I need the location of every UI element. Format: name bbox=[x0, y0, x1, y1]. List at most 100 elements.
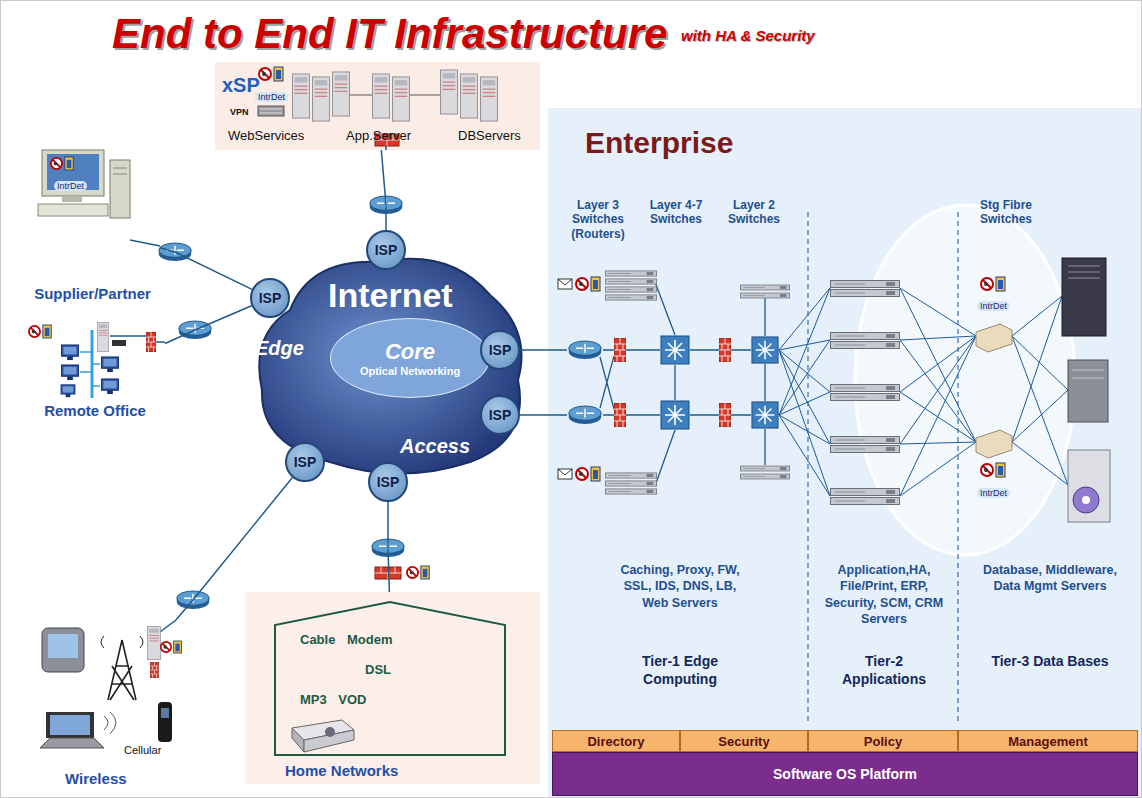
label-slot: with HA & Security bbox=[681, 27, 815, 44]
remote-office-lan bbox=[146, 332, 156, 352]
enterprise-network bbox=[605, 489, 656, 494]
enterprise-network bbox=[558, 469, 572, 475]
enterprise-network bbox=[831, 290, 900, 297]
node-label: Edge bbox=[255, 337, 304, 360]
home-house bbox=[325, 727, 335, 737]
enterprise-network bbox=[661, 401, 689, 429]
label-slot: IntrDet bbox=[54, 175, 87, 193]
enterprise-network bbox=[752, 337, 778, 363]
node-label: ISP bbox=[489, 342, 512, 358]
node-label: Directory bbox=[587, 734, 644, 749]
node-label: Core bbox=[385, 339, 435, 365]
label-slot: IntrDet bbox=[977, 482, 1010, 500]
server-label: App.Server bbox=[346, 128, 411, 143]
enterprise-network bbox=[558, 279, 572, 289]
text-slot: xSP bbox=[222, 74, 260, 97]
text-slot: DSL bbox=[365, 662, 391, 677]
wireless-devices bbox=[40, 738, 104, 748]
enterprise-network bbox=[719, 338, 731, 362]
device-label: Cellular bbox=[124, 744, 161, 756]
node-label: Cable Modem bbox=[300, 632, 393, 647]
enterprise-network bbox=[1073, 487, 1099, 513]
remote-office-lan bbox=[112, 340, 126, 346]
wireless-devices bbox=[40, 620, 181, 748]
column-heading: Layer 4-7 Switches bbox=[642, 198, 710, 227]
home-house bbox=[292, 728, 304, 752]
xsp-equipment bbox=[480, 77, 497, 121]
tier-description: Application,HA, File/Print, ERP, Securit… bbox=[814, 562, 954, 627]
node-label: ISP bbox=[489, 407, 512, 423]
column-heading: Stg Fibre Switches bbox=[972, 198, 1040, 227]
supplier-computer bbox=[62, 196, 82, 202]
label-slot: VPN bbox=[230, 107, 249, 117]
enterprise-network bbox=[576, 277, 600, 291]
node-label: MP3 VOD bbox=[300, 692, 367, 707]
node-label: xSP bbox=[222, 74, 260, 97]
xsp-equipment bbox=[258, 106, 284, 116]
text-slot: Cable Modem bbox=[300, 632, 393, 647]
node-label: Software OS Platform bbox=[773, 766, 917, 782]
label-slot: DBServers bbox=[458, 128, 521, 143]
xsp-equipment bbox=[332, 72, 349, 116]
enterprise-network bbox=[831, 437, 900, 444]
text-slot: MP3 VOD bbox=[300, 692, 367, 707]
label-slot: WebServices bbox=[228, 128, 304, 143]
isp-node: ISP bbox=[368, 462, 408, 502]
wireless-devices bbox=[48, 634, 78, 658]
supplier-computer bbox=[113, 168, 127, 174]
node-label: ISP bbox=[377, 474, 400, 490]
home-house bbox=[275, 602, 505, 755]
enterprise-network bbox=[605, 271, 656, 276]
enterprise-network bbox=[779, 288, 830, 496]
enterprise-network bbox=[605, 473, 656, 478]
enterprise-network bbox=[1068, 450, 1110, 522]
sensor-tag: IntrDet bbox=[255, 92, 288, 102]
enterprise-network bbox=[661, 336, 689, 364]
wireless-devices bbox=[160, 620, 176, 632]
text-slot: Access bbox=[400, 435, 470, 458]
wireless-devices bbox=[108, 640, 136, 700]
sensor-tag: IntrDet bbox=[54, 181, 87, 191]
enterprise-network bbox=[1072, 370, 1104, 378]
column-heading: Layer 2 Switches bbox=[720, 198, 788, 227]
node-label: Remote Office bbox=[25, 402, 165, 419]
server-label: WebServices bbox=[228, 128, 304, 143]
wireless-devices bbox=[42, 628, 84, 672]
title-slot: End to End IT Infrastructure bbox=[112, 10, 667, 58]
label-slot: Tier-2 Applications bbox=[826, 652, 942, 688]
node-label: ISP bbox=[375, 242, 398, 258]
remote-office-lan bbox=[97, 322, 108, 351]
node-label: Access bbox=[400, 435, 470, 458]
xsp-equipment bbox=[350, 95, 440, 96]
label-slot: Stg Fibre Switches bbox=[972, 198, 1040, 227]
xsp-equipment bbox=[460, 74, 477, 118]
xsp-equipment bbox=[259, 67, 283, 81]
label-slot: App.Server bbox=[346, 128, 411, 143]
tier-name: Tier-1 Edge Computing bbox=[612, 652, 748, 688]
enterprise-network bbox=[719, 403, 731, 427]
enterprise-network bbox=[740, 466, 789, 471]
sensor-tag: IntrDet bbox=[977, 301, 1010, 311]
enterprise-network bbox=[731, 298, 765, 465]
enterprise-network bbox=[1068, 266, 1100, 278]
enterprise-network bbox=[558, 279, 572, 285]
supplier-computer bbox=[42, 150, 104, 196]
xsp-equipment bbox=[440, 70, 457, 114]
xsp-equipment bbox=[260, 109, 282, 113]
label-slot: Layer 2 Switches bbox=[720, 198, 788, 227]
remote-office-lan bbox=[29, 322, 165, 398]
home-house bbox=[275, 566, 505, 755]
supplier-computer bbox=[38, 150, 160, 246]
enterprise-network bbox=[779, 288, 830, 496]
node-label: Supplier/Partner bbox=[25, 285, 160, 302]
enterprise-network bbox=[831, 342, 900, 349]
enterprise-network bbox=[976, 324, 1012, 352]
enterprise-network bbox=[626, 282, 675, 486]
enterprise-network bbox=[1068, 360, 1108, 422]
enterprise-network bbox=[808, 212, 958, 722]
enterprise-network bbox=[831, 446, 900, 453]
service-box: Management bbox=[958, 730, 1138, 752]
